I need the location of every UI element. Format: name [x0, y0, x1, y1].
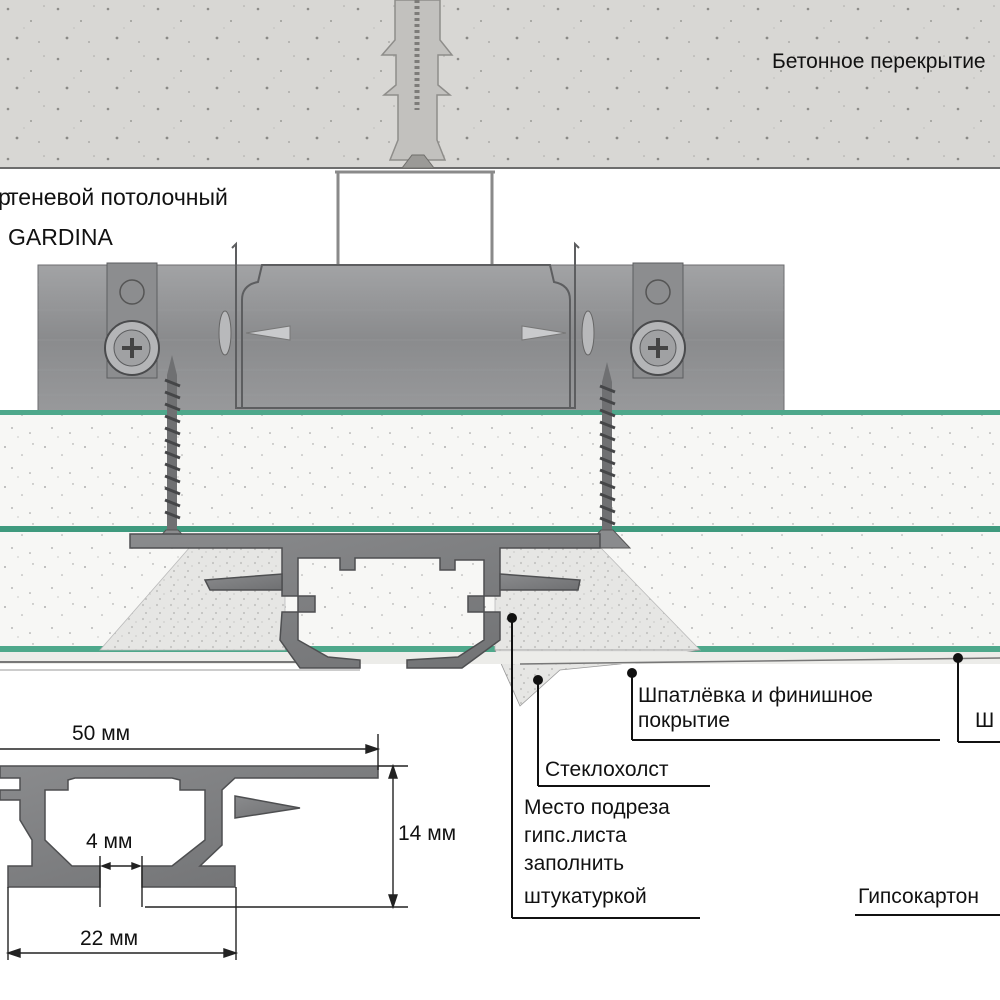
u-profile: [231, 241, 580, 409]
shadow-profile-installed: [129, 533, 601, 669]
label-cut-line2: гипс.листа: [524, 824, 627, 847]
diagram-title-line2: GARDINA: [8, 224, 113, 250]
label-drywall: Гипсокартон: [858, 885, 979, 908]
label-cut-line4: штукатуркой: [524, 885, 647, 908]
label-cut-line1: Место подреза: [524, 796, 670, 819]
diagram-title-line1: теневой потолочный: [8, 184, 228, 210]
label-cut-line3: заполнить: [524, 852, 624, 875]
label-concrete-slab: Бетонное перекрытие: [772, 50, 986, 73]
finish-coat: [0, 652, 1000, 671]
dimension-height: 14 мм: [398, 822, 456, 845]
clamp-plate-right: [630, 262, 686, 379]
clamp-plate-left: [104, 262, 160, 379]
label-putty-line2: покрытие: [638, 709, 730, 732]
side-screws: [218, 310, 595, 356]
dimension-width-total: 50 мм: [72, 722, 130, 745]
label-putty-right: Ш: [975, 709, 994, 732]
label-fiberglass: Стеклохолст: [545, 758, 669, 781]
concrete-slab: [0, 0, 1000, 169]
title-prefix: р: [0, 184, 11, 210]
dimension-gap: 4 мм: [86, 830, 132, 853]
anchor-dowel-icon: [380, 0, 454, 169]
profile-cross-section: [0, 765, 379, 888]
dimension-lines: [0, 734, 408, 960]
leader-lines: [507, 613, 1000, 919]
drywall-layer-upper: [0, 410, 1000, 532]
label-putty-line1: Шпатлёвка и финишное: [638, 684, 873, 707]
dimension-width-base: 22 мм: [80, 927, 138, 950]
hanger-bracket: [335, 170, 495, 265]
